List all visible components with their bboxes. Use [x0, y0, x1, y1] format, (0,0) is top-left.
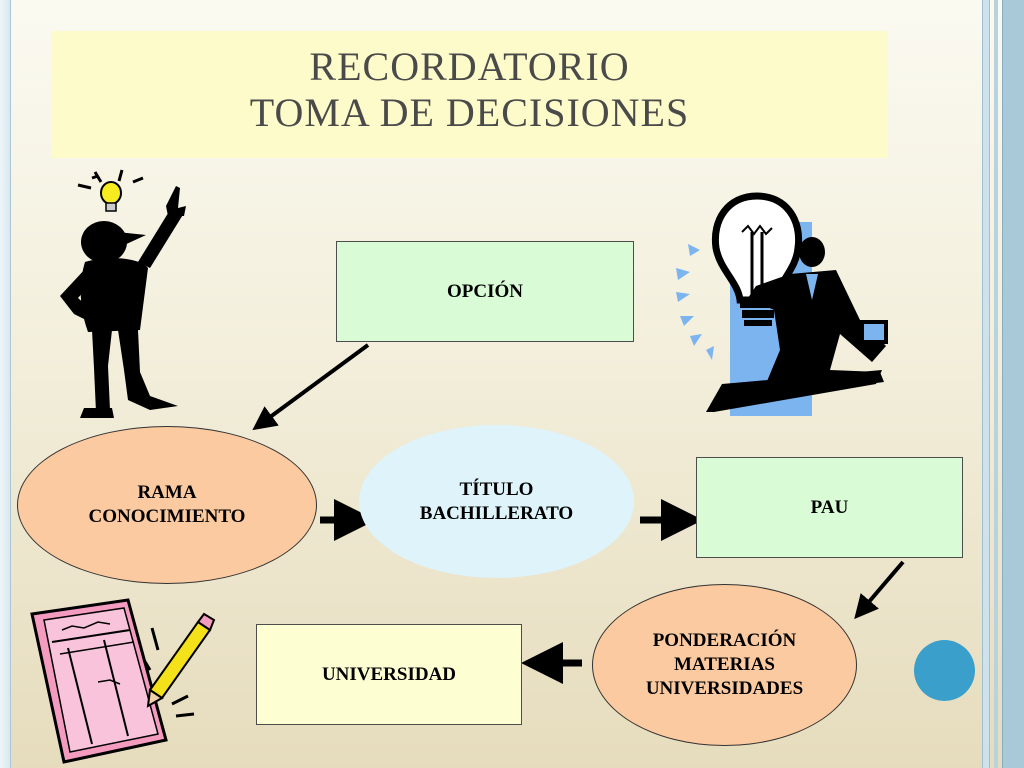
node-ponderacion-line-1: PONDERACIÓN	[652, 630, 797, 651]
notepad-pencil-icon	[30, 598, 216, 764]
thinking-person-icon	[60, 169, 186, 418]
node-ponderacion: PONDERACIÓN MATERIAS UNIVERSIDADES	[592, 584, 857, 746]
slide-title: RECORDATORIO TOMA DE DECISIONES	[51, 31, 888, 158]
arrow-pau-to-ponderacion	[854, 560, 905, 620]
node-universidad-label: UNIVERSIDAD	[321, 663, 457, 685]
node-titulo-line-2: BACHILLERATO	[419, 502, 574, 524]
arrow-opcion-to-rama	[252, 343, 370, 431]
node-opcion-label: OPCIÓN	[447, 280, 523, 302]
node-rama-line-2: CONOCIMIENTO	[88, 506, 246, 527]
node-ponderacion-line-3: UNIVERSIDADES	[645, 678, 804, 699]
node-rama-line-1: RAMA	[137, 482, 197, 503]
title-line-2: TOMA DE DECISIONES	[249, 90, 690, 135]
blue-circle-icon	[914, 640, 975, 701]
slide-left-border	[0, 0, 11, 768]
node-opcion: OPCIÓN	[336, 241, 634, 342]
node-universidad: UNIVERSIDAD	[256, 624, 522, 725]
node-pau-label: PAU	[810, 496, 849, 518]
node-pau: PAU	[696, 457, 963, 558]
node-titulo-bachillerato: TÍTULO BACHILLERATO	[359, 425, 634, 578]
businessman-lightbulb-icon	[676, 192, 888, 416]
slide-right-border	[982, 0, 1024, 768]
title-line-1: RECORDATORIO	[309, 44, 630, 89]
node-titulo-line-1: TÍTULO	[459, 478, 534, 500]
node-ponderacion-line-2: MATERIAS	[673, 654, 775, 675]
node-rama-conocimiento: RAMA CONOCIMIENTO	[17, 426, 317, 584]
